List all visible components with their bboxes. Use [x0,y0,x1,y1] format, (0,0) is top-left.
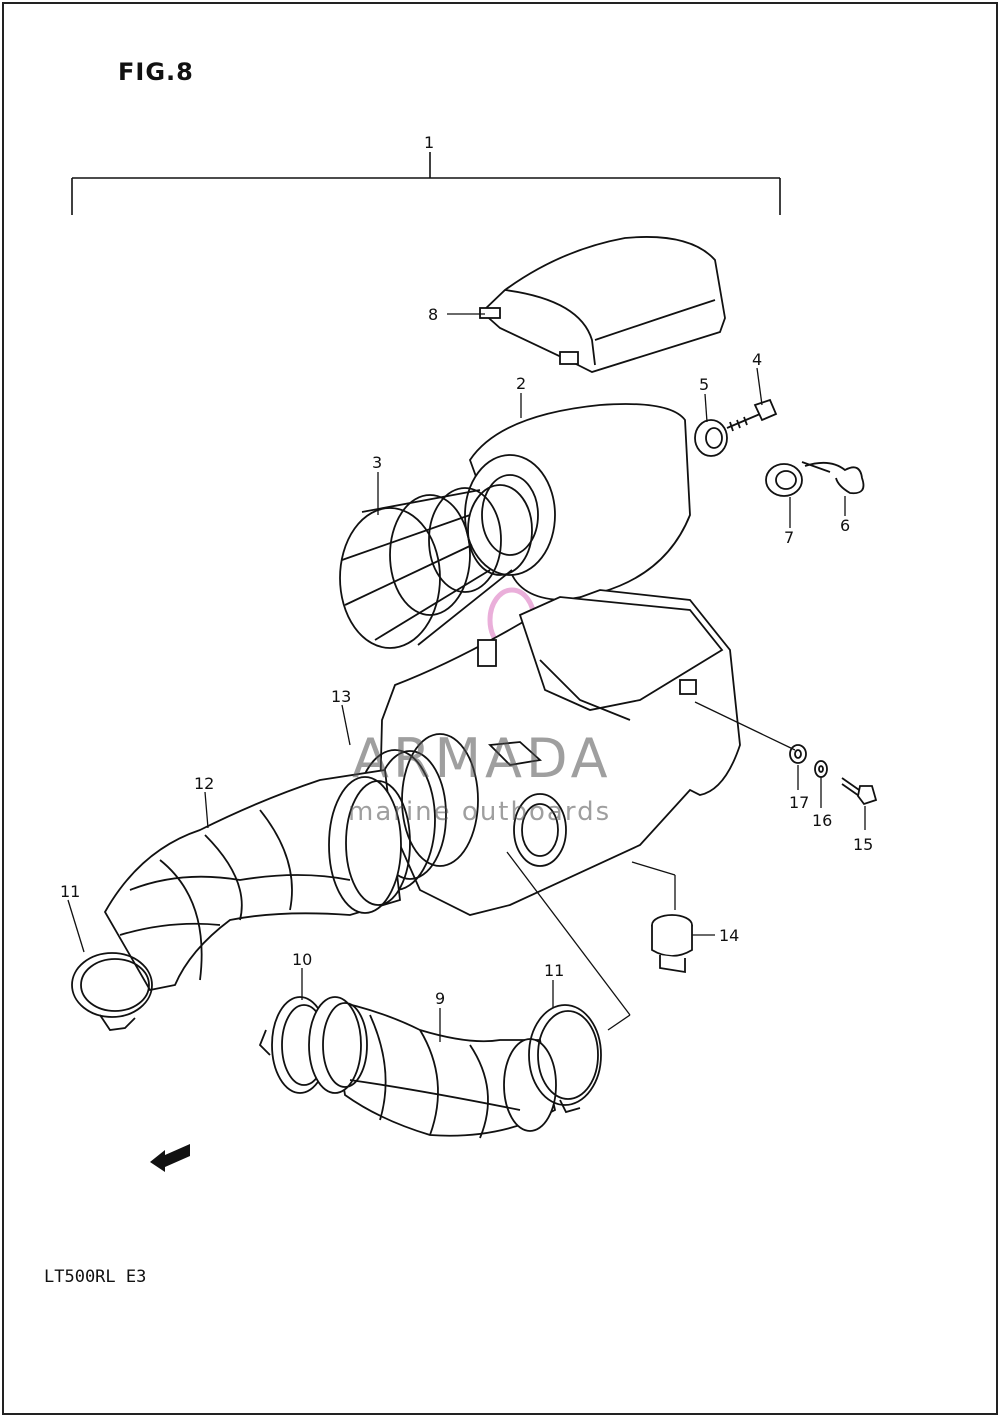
callout-9: 9 [435,989,445,1008]
callout-2: 2 [516,374,526,393]
callout-17: 17 [789,793,809,812]
callout-1: 1 [424,133,434,152]
part-2-filter-element [464,403,691,601]
part-7-seal [765,463,803,497]
callout-15: 15 [853,835,873,854]
part-11-clamp-left [71,952,153,1031]
leader-lines [67,313,866,1042]
part-14-drain [651,914,693,974]
part-8-cover [479,236,726,373]
callout-14: 14 [719,926,739,945]
fwd-arrow-icon [150,1144,190,1172]
part-6-clip [801,461,865,495]
callout-11-right: 11 [544,961,564,980]
watermark-tagline: marine outboards [348,797,612,827]
watermark-brand: ARMADA [352,727,612,790]
callout-5: 5 [699,375,709,394]
airbox-housing [379,589,741,916]
callout-6: 6 [840,516,850,535]
part-12-front-duct [103,768,411,992]
callout-labels: 1 8 2 3 4 5 7 6 13 12 11 10 9 11 14 17 1… [60,133,873,1008]
assembly-bracket [71,152,781,215]
part-15-bolt [841,777,878,806]
callout-7: 7 [784,528,794,547]
callout-4: 4 [752,350,762,369]
part-9-rear-duct [308,996,557,1139]
callout-12: 12 [194,774,214,793]
callout-16: 16 [812,811,832,830]
callout-8: 8 [428,305,438,324]
part-5-grommet [694,419,728,457]
part-4-screw [726,398,778,432]
callout-10: 10 [292,950,312,969]
callout-13: 13 [331,687,351,706]
part-3-cage [339,484,533,649]
model-code: LT500RL E3 [44,1267,147,1287]
callout-11-left: 11 [60,882,80,901]
part-16-nut [814,760,828,778]
part-11-clamp-right [528,1004,602,1114]
part-17-washer [789,744,807,764]
figure-title: FIG.8 [118,58,194,86]
callout-3: 3 [372,453,382,472]
